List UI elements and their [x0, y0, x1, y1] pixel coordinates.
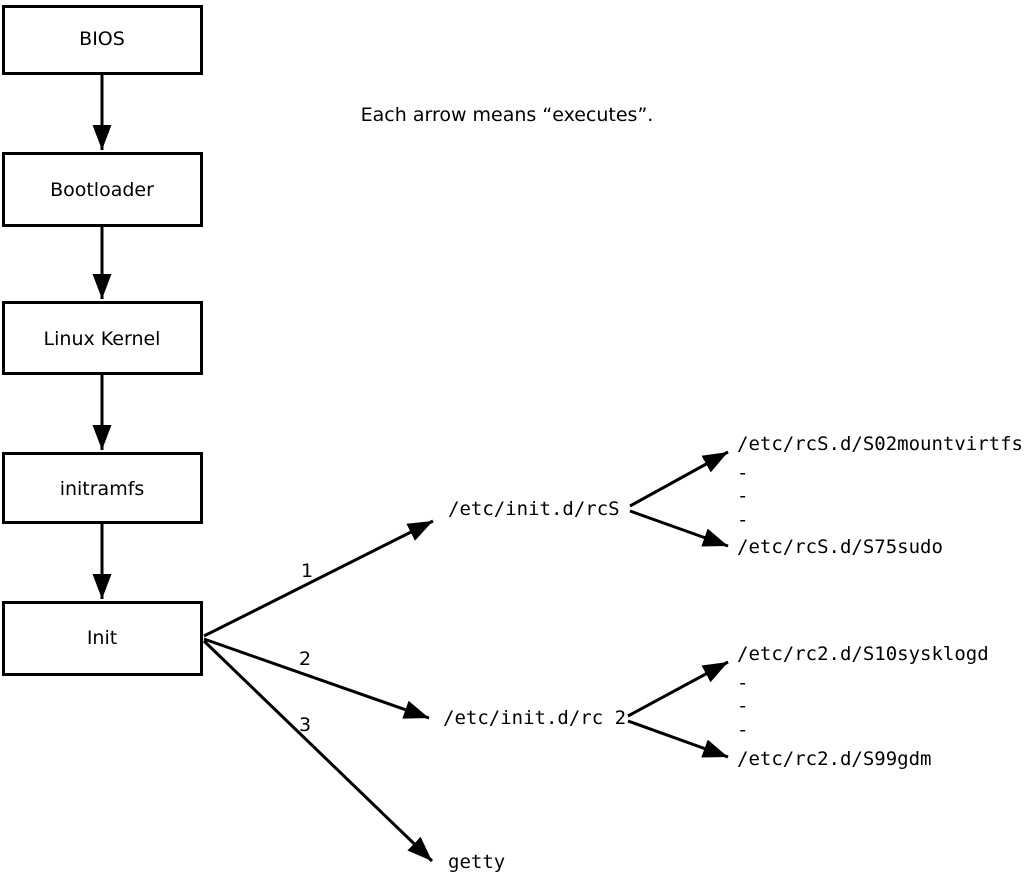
rcs-ellipsis-dash-2: - — [737, 485, 748, 507]
arrow-rc2-to-s99gdm — [627, 719, 729, 759]
target-getty-label: getty — [448, 851, 505, 873]
rc2-child-s10sysklogd: /etc/rc2.d/S10sysklogd — [737, 643, 989, 665]
target-rc2-label: /etc/init.d/rc 2 — [443, 707, 626, 729]
arrow-init-to-getty — [202, 639, 434, 863]
rcs-child-s75sudo: /etc/rcS.d/S75sudo — [737, 536, 943, 558]
rc2-child-s99gdm: /etc/rc2.d/S99gdm — [737, 748, 931, 770]
branch-2-number: 2 — [299, 648, 311, 670]
rc2-ellipsis-dash-2: - — [737, 695, 748, 717]
branch-1-number: 1 — [301, 560, 313, 582]
box-initramfs — [2, 452, 203, 524]
rcs-ellipsis-dash-1: - — [737, 462, 748, 484]
box-init — [2, 601, 203, 676]
target-rcs-label: /etc/init.d/rcS — [448, 498, 620, 520]
box-linux-kernel-label: Linux Kernel — [44, 328, 161, 350]
box-bios-label: BIOS — [79, 28, 125, 50]
rc2-ellipsis-dash-1: - — [737, 672, 748, 694]
arrow-init-to-rcs — [203, 519, 434, 638]
box-init-label: Init — [87, 627, 117, 649]
box-linux-kernel — [2, 301, 203, 375]
arrow-rc2-to-s10sysklogd — [627, 660, 729, 718]
arrow-init-to-rc2 — [203, 637, 430, 720]
box-bios — [2, 5, 203, 75]
box-bootloader-label: Bootloader — [50, 179, 154, 201]
arrow-rcs-to-s02mountvirtfs — [629, 450, 729, 508]
rc2-ellipsis-dash-3: - — [737, 719, 748, 741]
note-executes: Each arrow means “executes”. — [361, 104, 654, 126]
branch-3-number: 3 — [299, 714, 311, 736]
arrow-rcs-to-s75sudo — [629, 509, 729, 548]
rcs-child-s02mountvirtfs: /etc/rcS.d/S02mountvirtfs — [737, 433, 1023, 455]
rcs-ellipsis-dash-3: - — [737, 509, 748, 531]
box-initramfs-label: initramfs — [60, 478, 145, 500]
box-bootloader — [2, 152, 203, 227]
